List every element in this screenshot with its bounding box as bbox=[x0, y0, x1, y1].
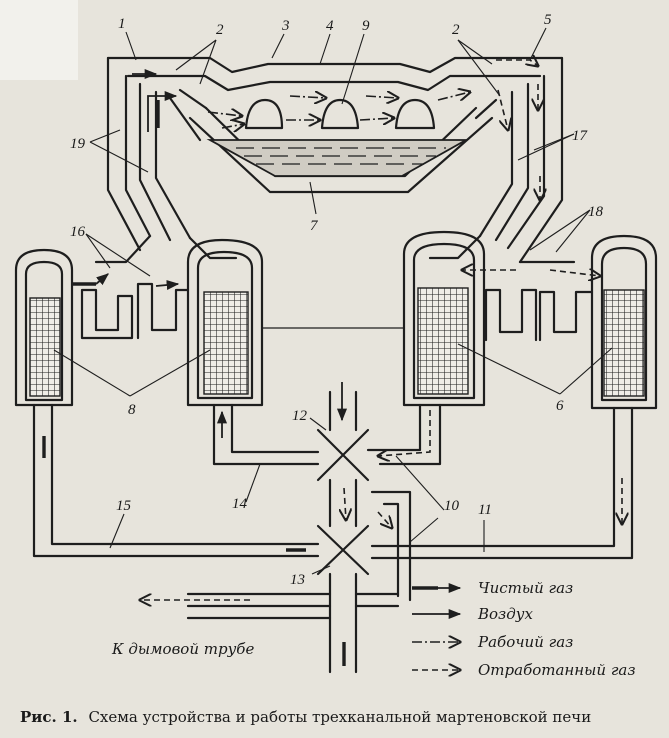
legend-item-clean-gas: Чистый газ bbox=[412, 579, 573, 597]
label-13: 13 bbox=[290, 572, 305, 588]
label-15: 15 bbox=[116, 498, 132, 514]
label-2-left: 2 bbox=[216, 22, 224, 38]
label-17: 17 bbox=[572, 128, 589, 144]
legend-item-air: Воздух bbox=[412, 605, 533, 623]
label-5: 5 bbox=[544, 12, 552, 28]
caption-prefix: Рис. 1. bbox=[20, 708, 78, 726]
right-outer-regenerator bbox=[590, 234, 658, 410]
left-inner-regenerator bbox=[186, 238, 264, 407]
number-labels: 1 2 3 4 9 2 5 19 17 18 16 7 8 6 12 14 10… bbox=[70, 12, 604, 588]
legend-label-air: Воздух bbox=[477, 605, 533, 623]
legend: Чистый газ Воздух Рабочий газ Отработанн… bbox=[412, 579, 636, 679]
label-19: 19 bbox=[70, 136, 86, 152]
legend-label-clean-gas: Чистый газ bbox=[478, 579, 573, 597]
legend-item-exhaust-gas: Отработанный газ bbox=[412, 661, 636, 679]
label-9: 9 bbox=[362, 18, 370, 34]
label-11: 11 bbox=[478, 502, 492, 518]
leader-lines bbox=[53, 27, 613, 575]
legend-label-exhaust-gas: Отработанный газ bbox=[478, 661, 636, 679]
slag-pockets bbox=[80, 282, 594, 342]
flow-arrows bbox=[42, 60, 622, 666]
label-8: 8 bbox=[128, 402, 136, 418]
molten-metal bbox=[206, 139, 470, 177]
label-18: 18 bbox=[588, 204, 604, 220]
checkerwork-left-inner bbox=[203, 291, 249, 395]
label-14: 14 bbox=[232, 496, 248, 512]
left-uptakes bbox=[94, 56, 238, 264]
label-16: 16 bbox=[70, 224, 86, 240]
label-4: 4 bbox=[326, 18, 334, 34]
chimney-label: К дымовой трубе bbox=[111, 640, 254, 658]
caption-text: Схема устройства и работы трехканальной … bbox=[88, 708, 591, 726]
label-10: 10 bbox=[444, 498, 460, 514]
label-2-right: 2 bbox=[452, 22, 460, 38]
paper-corner bbox=[0, 0, 78, 80]
checkerwork-right-inner bbox=[417, 287, 469, 395]
left-outer-regenerator bbox=[14, 248, 74, 407]
label-7: 7 bbox=[310, 218, 319, 234]
valve-12 bbox=[316, 428, 370, 482]
flues bbox=[32, 390, 634, 674]
checkerwork-left-outer bbox=[29, 297, 61, 397]
label-6: 6 bbox=[556, 398, 564, 414]
figure-caption: Рис. 1. Схема устройства и работы трехка… bbox=[20, 708, 591, 726]
label-1: 1 bbox=[118, 16, 126, 32]
label-12: 12 bbox=[292, 408, 308, 424]
checkerwork-right-outer bbox=[603, 289, 645, 397]
legend-item-working-gas: Рабочий газ bbox=[412, 633, 573, 651]
valve-13 bbox=[316, 524, 370, 576]
label-3: 3 bbox=[281, 18, 290, 34]
legend-label-working-gas: Рабочий газ bbox=[477, 633, 573, 651]
right-inner-regenerator bbox=[402, 230, 486, 407]
furnace-bath bbox=[106, 56, 564, 194]
